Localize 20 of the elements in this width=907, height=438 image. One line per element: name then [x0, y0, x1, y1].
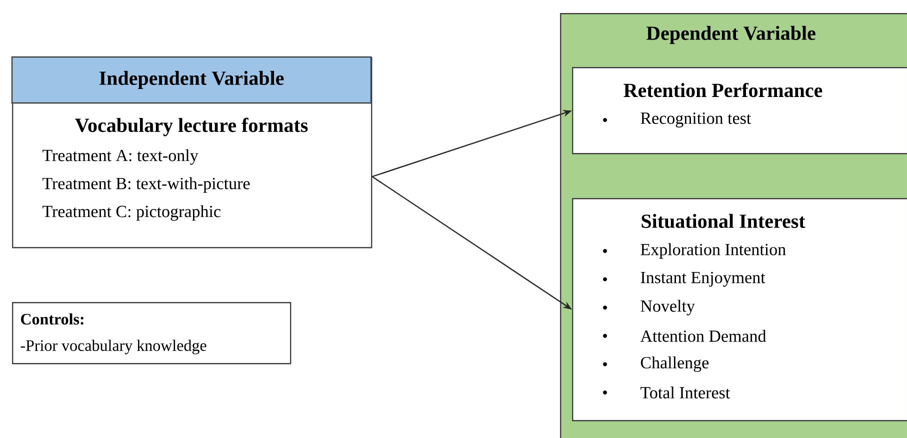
list-item: Treatment C: pictographic: [42, 205, 220, 221]
heading: Independent Variable: [99, 70, 284, 90]
list-item: Instant Enjoyment: [603, 272, 766, 287]
list-item: Novelty: [603, 300, 695, 316]
list-item: Challenge: [603, 356, 709, 372]
list-item: Exploration Intention: [603, 243, 786, 259]
list-item: Treatment B: text-with-picture: [42, 177, 250, 193]
heading: Situational Interest: [642, 214, 806, 228]
heading: Controls:: [21, 313, 84, 325]
heading: Dependent Variable: [646, 26, 816, 44]
list-item: Recognition test: [603, 112, 752, 128]
list-item: -Prior vocabulary knowledge: [20, 340, 206, 354]
list-item: Attention Demand: [603, 330, 766, 342]
list-item: Treatment A: text-only: [42, 149, 198, 165]
variable-box: [572, 198, 907, 422]
list-item: Total Interest: [603, 386, 730, 398]
subheading: Vocabulary lecture formats: [75, 118, 308, 136]
variable-box: [572, 67, 907, 154]
heading: Retention Performance: [624, 82, 822, 98]
controls-box: [12, 302, 292, 364]
